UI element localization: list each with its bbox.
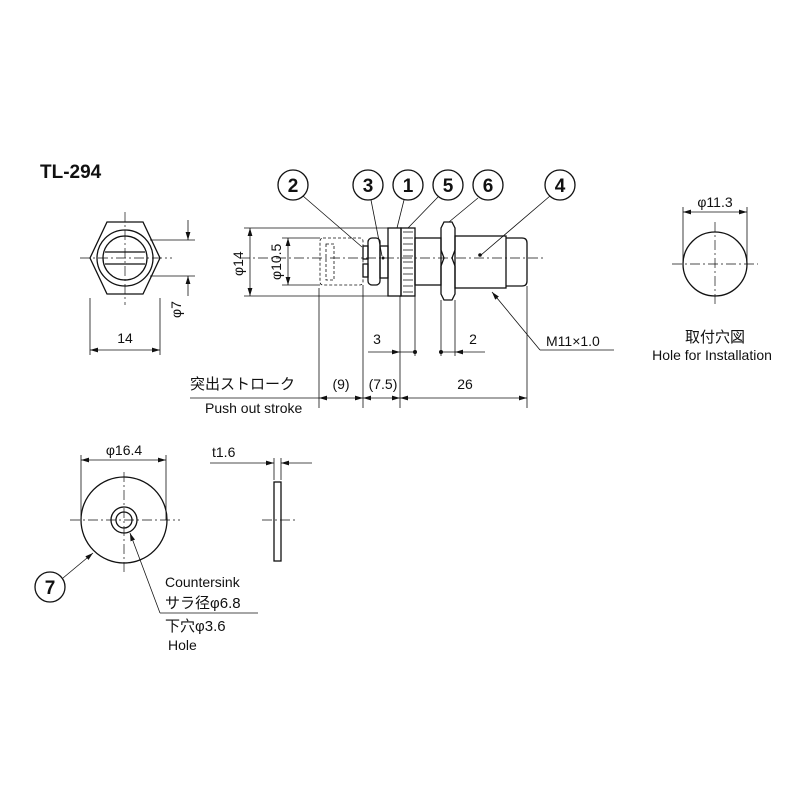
- countersink-label-jp: サラ径φ6.8: [165, 595, 241, 612]
- stroke-label-jp: 突出ストローク: [190, 376, 295, 393]
- svg-text:6: 6: [483, 176, 494, 197]
- inner-dia-dim: φ10.5: [268, 243, 284, 280]
- balloon-7: 7: [34, 571, 66, 603]
- balloon-6: 6: [472, 169, 504, 201]
- svg-text:7: 7: [45, 578, 56, 599]
- countersink-label-en: Countersink: [165, 574, 241, 590]
- side-view: φ14 φ10.5 3 2 (9) (7.5) 26 突出ストローク Push …: [190, 169, 614, 416]
- install-hole-view: φ11.3 取付穴図 Hole for Installation: [652, 194, 772, 363]
- svg-text:3: 3: [363, 176, 374, 197]
- drawing-title: TL-294: [40, 162, 102, 183]
- svg-text:5: 5: [443, 176, 454, 197]
- outer-dia-dim: φ14: [230, 251, 246, 276]
- washer-view: φ16.4 t1.6 7 Countersink サラ径φ6.8 下穴φ3.6 …: [34, 442, 312, 653]
- dim-26: 26: [457, 376, 473, 392]
- front-view: 14 φ7: [80, 212, 195, 355]
- front-dia-dim: φ7: [168, 301, 184, 318]
- stroke-label-en: Push out stroke: [205, 400, 302, 416]
- hole-label-en: Hole: [168, 637, 197, 653]
- balloon-1: 1: [392, 169, 424, 201]
- hole-label-jp: 下穴φ3.6: [165, 618, 226, 635]
- balloon-3: 3: [352, 169, 384, 201]
- dim-3: 3: [373, 331, 381, 347]
- install-hole-dia: φ11.3: [697, 194, 733, 210]
- balloon-2: 2: [277, 169, 309, 201]
- svg-text:4: 4: [555, 176, 566, 197]
- install-hole-label-en: Hole for Installation: [652, 347, 772, 363]
- install-hole-label-jp: 取付穴図: [685, 329, 745, 346]
- svg-text:2: 2: [288, 176, 299, 197]
- stroke-dim: (9): [332, 376, 349, 392]
- balloon-4: 4: [544, 169, 576, 201]
- front-width-dim: 14: [117, 330, 133, 346]
- balloon-5: 5: [432, 169, 464, 201]
- svg-text:1: 1: [403, 176, 414, 197]
- washer-dia: φ16.4: [106, 442, 143, 458]
- dim-2: 2: [469, 331, 477, 347]
- thread-spec: M11×1.0: [546, 333, 600, 349]
- dim-7-5: (7.5): [369, 376, 398, 392]
- washer-thickness: t1.6: [212, 444, 236, 460]
